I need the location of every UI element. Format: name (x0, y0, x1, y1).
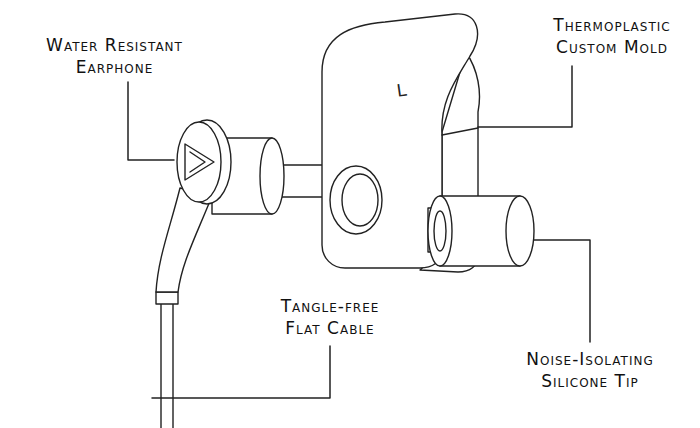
leader-line (152, 346, 330, 398)
side-mark: L (391, 79, 414, 102)
tip-base (428, 196, 452, 266)
leader-line (534, 240, 590, 342)
cable-sleeve (156, 292, 178, 304)
callout-label: Water Resistant Earphone (22, 34, 207, 78)
housing-end (260, 138, 284, 214)
callout-label: Noise-Isolating Silicone Tip (495, 348, 685, 392)
leader-line (478, 66, 572, 127)
mold-port-inner (342, 174, 378, 226)
earphone-face (177, 122, 221, 202)
callout-label: Tangle-free Flat Cable (260, 295, 400, 339)
leader-line (128, 82, 174, 160)
logo-symbol (185, 144, 214, 180)
tip-bore (434, 211, 446, 251)
mold-port (330, 166, 382, 234)
flat-cable (161, 300, 173, 428)
mold-edge (442, 128, 478, 135)
callout-label: Thermoplastic Custom Mold (532, 14, 692, 58)
tip-end (506, 196, 534, 266)
